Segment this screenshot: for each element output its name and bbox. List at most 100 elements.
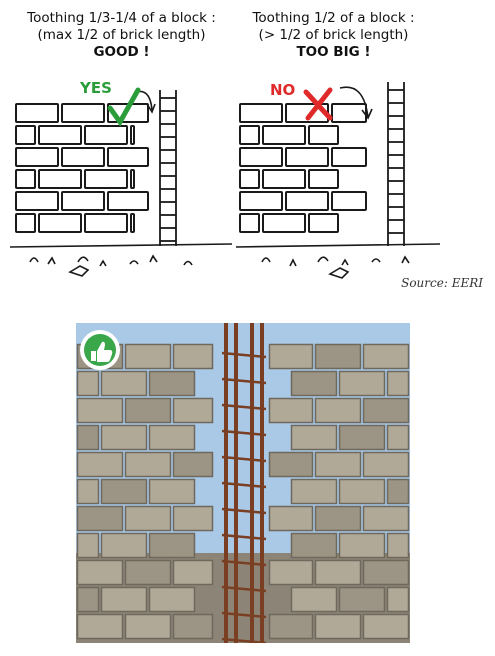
concrete-block — [172, 451, 214, 478]
concrete-block — [268, 559, 314, 586]
bad-toothing-caption: Toothing 1/2 of a block : (> 1/2 of bric… — [236, 10, 431, 61]
concrete-block — [314, 559, 362, 586]
right-block-wall — [268, 343, 410, 640]
concrete-block — [362, 505, 410, 532]
bad-caption-line1: Toothing 1/2 of a block : — [252, 10, 415, 26]
brick — [84, 125, 128, 145]
concrete-block — [362, 613, 410, 640]
concrete-block — [124, 559, 172, 586]
concrete-block — [148, 424, 196, 451]
concrete-block — [76, 424, 100, 451]
brick — [130, 169, 135, 189]
brick — [308, 169, 339, 189]
concrete-block — [172, 397, 214, 424]
concrete-block — [338, 370, 386, 397]
brick — [308, 125, 339, 145]
concrete-block — [362, 397, 410, 424]
brick — [331, 103, 367, 123]
rebar-ladder — [221, 323, 267, 643]
concrete-block — [148, 478, 196, 505]
yes-label: YES — [80, 79, 112, 97]
concrete-block — [338, 424, 386, 451]
concrete-block — [268, 613, 314, 640]
concrete-block — [172, 559, 214, 586]
concrete-block — [314, 613, 362, 640]
concrete-block — [124, 343, 172, 370]
concrete-block — [268, 505, 314, 532]
concrete-block — [100, 532, 148, 559]
good-verdict: GOOD ! — [93, 44, 150, 60]
concrete-block — [172, 505, 214, 532]
check-icon — [107, 87, 141, 127]
brick — [61, 103, 105, 123]
good-toothing-caption: Toothing 1/3-1/4 of a block : (max 1/2 o… — [14, 10, 229, 61]
concrete-block — [100, 370, 148, 397]
bad-arrow — [339, 86, 373, 120]
brick — [262, 213, 306, 233]
concrete-block — [76, 370, 100, 397]
concrete-block — [172, 613, 214, 640]
brick — [262, 169, 306, 189]
concrete-block — [124, 397, 172, 424]
brick — [285, 147, 329, 167]
brick — [38, 213, 82, 233]
bad-ladder-reinforcement — [387, 82, 405, 246]
concrete-block — [314, 505, 362, 532]
left-block-wall — [76, 343, 214, 640]
brick — [239, 103, 283, 123]
concrete-block — [338, 586, 386, 613]
concrete-block — [172, 343, 214, 370]
bad-caption-line2: (> 1/2 of brick length) — [258, 27, 409, 43]
brick — [107, 147, 149, 167]
concrete-block — [268, 451, 314, 478]
concrete-block — [100, 586, 148, 613]
toothing-photo — [76, 323, 410, 643]
brick — [15, 213, 36, 233]
concrete-block — [290, 424, 338, 451]
brick — [38, 169, 82, 189]
concrete-block — [76, 559, 124, 586]
concrete-block — [290, 586, 338, 613]
concrete-block — [124, 613, 172, 640]
concrete-block — [100, 478, 148, 505]
concrete-block — [268, 343, 314, 370]
concrete-block — [386, 586, 410, 613]
concrete-block — [76, 451, 124, 478]
concrete-block — [148, 532, 196, 559]
source-credit: Source: EERI — [401, 276, 483, 290]
concrete-block — [76, 478, 100, 505]
concrete-block — [290, 478, 338, 505]
good-ladder-reinforcement — [159, 90, 177, 246]
thumbs-up-icon — [80, 330, 120, 370]
brick — [84, 169, 128, 189]
brick — [239, 147, 283, 167]
concrete-block — [314, 451, 362, 478]
concrete-block — [124, 451, 172, 478]
concrete-block — [386, 424, 410, 451]
concrete-block — [268, 397, 314, 424]
concrete-block — [148, 370, 196, 397]
concrete-block — [124, 505, 172, 532]
good-caption-line2: (max 1/2 of brick length) — [37, 27, 206, 43]
brick — [308, 213, 339, 233]
good-wall-sketch — [15, 103, 149, 233]
concrete-block — [386, 478, 410, 505]
concrete-block — [386, 532, 410, 559]
brick — [239, 125, 260, 145]
concrete-block — [76, 397, 124, 424]
bad-wall-sketch — [239, 103, 367, 233]
concrete-block — [314, 397, 362, 424]
brick — [61, 147, 105, 167]
brick — [15, 147, 59, 167]
brick — [285, 191, 329, 211]
toothing-sketches — [9, 82, 441, 279]
brick — [130, 125, 135, 145]
concrete-block — [76, 505, 124, 532]
concrete-block — [362, 559, 410, 586]
concrete-block — [362, 451, 410, 478]
concrete-block — [290, 370, 338, 397]
brick — [130, 213, 135, 233]
concrete-block — [338, 478, 386, 505]
ground-lines — [9, 243, 441, 279]
cross-icon — [303, 87, 333, 121]
